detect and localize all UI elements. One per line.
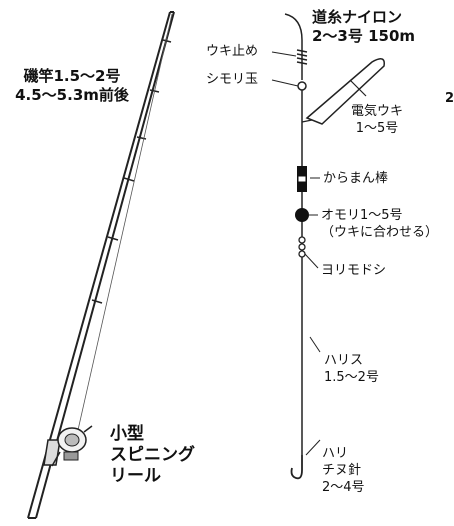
hook-line1: ハリ [322,446,349,461]
float-line1: 電気ウキ [350,104,403,119]
float-stop-icon [296,49,308,65]
bead-label: シモリ玉 [206,72,259,87]
float-label: 電気ウキ 1〜5号 [342,103,412,137]
rod-label: 磯竿1.5〜2号 4.5〜5.3m前後 [12,67,132,105]
main-line-line2: 2〜3号 150m [312,27,416,45]
edge-fragment: 2 [445,91,454,106]
main-line-line1: 道糸ナイロン [312,8,403,26]
leader-pointer [309,336,321,353]
rod-line [77,13,173,431]
hook-icon [290,455,303,480]
rod-spec-line1: 磯竿1.5〜2号 [23,67,121,85]
reel-line2: スピニング [110,445,195,465]
electric-float-icon [301,58,385,125]
leader-line2: 1.5〜2号 [324,370,379,385]
rod-spec-line2: 4.5〜5.3m前後 [15,86,129,104]
sinker-line2: （ウキに合わせる） [321,225,439,240]
reel-line1: 小型 [110,424,144,444]
leader-label: ハリス 1.5〜2号 [324,352,379,386]
float-stop-label: ウキ止め [206,44,259,59]
bead-icon [297,81,307,91]
swivel-icon [298,236,306,258]
main-line-label: 道糸ナイロン 2〜3号 150m [312,8,415,46]
reel-line3: リール [110,466,161,486]
hook-line3: 2〜4号 [322,480,365,495]
reel-label: 小型 スピニング リール [110,424,195,487]
reel-icon [51,425,93,467]
sinker-line1: オモリ1〜5号 [321,208,403,223]
hook-line2: チヌ針 [322,463,362,478]
main-line-top [284,13,303,80]
karaman-stick-label: からまん棒 [323,171,389,186]
fishing-rod [27,11,175,519]
sinker-label: オモリ1〜5号 （ウキに合わせる） [321,207,438,241]
sinker-icon [295,208,309,222]
swivel-label: ヨリモドシ [321,263,387,278]
leader-line1: ハリス [324,353,364,368]
hook-label: ハリ チヌ針 2〜4号 [322,445,365,496]
float-line2: 1〜5号 [355,121,399,136]
